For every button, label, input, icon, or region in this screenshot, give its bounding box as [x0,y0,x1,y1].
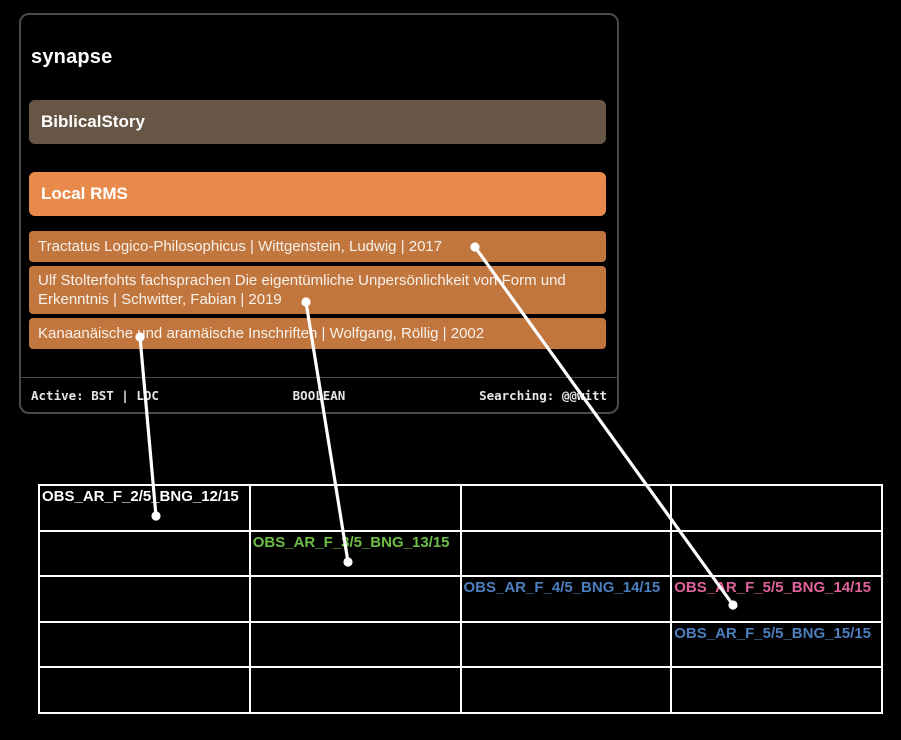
table-cell-r2c1 [250,577,462,623]
table-cell-r3c3: OBS_AR_F_5/5_BNG_15/15 [672,622,883,669]
table-cell-r4c2 [461,668,673,714]
source-button-label: Local RMS [41,184,128,203]
synapse-panel: synapse BiblicalStory Local RMS Tractatu… [19,13,619,414]
result-item-stolterfohts[interactable]: Ulf Stolterfohts fachsprachen Die eigent… [29,266,606,314]
source-button-local-rms[interactable]: Local RMS [29,172,606,216]
table-cell-r1c3 [672,531,883,578]
table-cell-r2c3: OBS_AR_F_5/5_BNG_14/15 [672,577,883,623]
table-cell-r1c0 [40,531,251,578]
table-cell-r4c0 [40,668,251,714]
result-item-tractatus[interactable]: Tractatus Logico-Philosophicus | Wittgen… [29,231,606,262]
result-item-label: Kanaanäische und aramäische Inschriften … [38,325,485,342]
table-cell-r0c1 [250,486,462,532]
database-button-biblicalstory[interactable]: BiblicalStory [29,100,606,144]
table-cell-r0c0: OBS_AR_F_2/5_BNG_12/15 [40,486,251,532]
status-bar: Active: BST | LOC BOOLEAN Searching: @@w… [21,377,617,412]
table-cell-r2c0 [40,577,251,623]
status-active: Active: BST | LOC [31,387,159,403]
table-cell-r1c1: OBS_AR_F_3/5_BNG_13/15 [250,531,462,578]
database-button-label: BiblicalStory [41,112,145,131]
result-item-label: Tractatus Logico-Philosophicus | Wittgen… [38,238,443,255]
status-mode: BOOLEAN [292,387,346,403]
table-cell-r3c2 [461,622,673,669]
table-cell-r0c2 [461,486,673,532]
result-item-label: Ulf Stolterfohts fachsprachen Die eigent… [38,272,566,308]
table-cell-r2c2: OBS_AR_F_4/5_BNG_14/15 [461,577,673,623]
table-cell-r3c1 [250,622,462,669]
table-cell-r3c0 [40,622,251,669]
table-cell-r0c3 [672,486,883,532]
table-cell-r1c2 [461,531,673,578]
table-cell-r4c1 [250,668,462,714]
table-cell-r4c3 [672,668,883,714]
app-title: synapse [31,46,113,68]
result-item-kanaanaeische[interactable]: Kanaanäische und aramäische Inschriften … [29,318,606,349]
